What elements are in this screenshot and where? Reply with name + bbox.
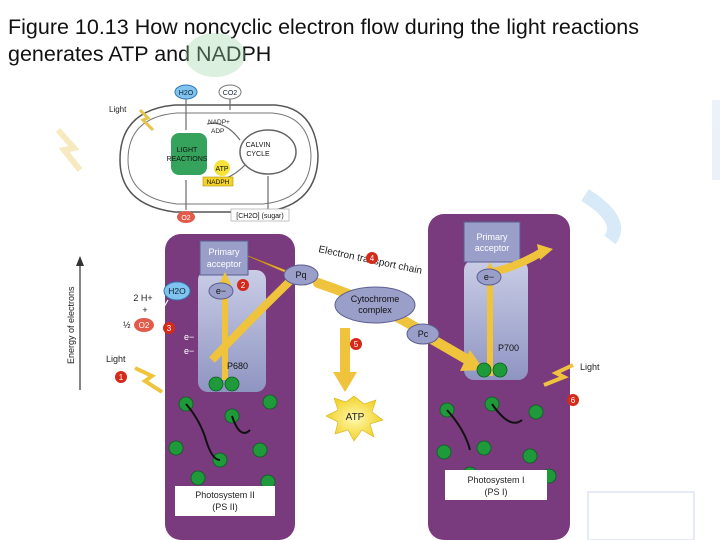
p700-label: P700 (498, 343, 519, 353)
pq-label: Pq (295, 270, 306, 280)
atp-label: ATP (346, 412, 365, 423)
ps2-label-box (175, 486, 275, 516)
ps2-acceptor-1: Primary (209, 247, 240, 257)
two-h-label: 2 H+ (133, 293, 152, 303)
ps1-acceptor-1: Primary (477, 232, 508, 242)
light-bolt-icon-left (134, 366, 164, 394)
atp-yield: ATP (325, 328, 384, 442)
inset-light: Light (109, 105, 127, 114)
energy-transfer-paths (185, 403, 523, 461)
water-bubble-icon (174, 84, 198, 100)
step-badges: 1 2 3 4 5 6 (115, 252, 579, 406)
inset-calvin-1: CALVIN (246, 142, 271, 149)
ps1-label-box (445, 470, 547, 500)
inset-nadph: NADPH (207, 179, 230, 186)
step-5: 5 (354, 340, 359, 349)
co2-bubble-icon (218, 84, 242, 100)
overview-inset: H2O CO2 Light NADP+ ADP LIGHT REACTIONS … (109, 84, 319, 223)
plus-label: + (142, 305, 147, 315)
step-4: 4 (370, 254, 375, 263)
cytochrome-complex (334, 286, 416, 324)
pc-label: Pc (418, 329, 429, 339)
inset-atp: ATP (215, 166, 228, 173)
cytochrome-label-2: complex (358, 305, 392, 315)
ps1-reaction-center (464, 260, 528, 380)
electron-2: e− (484, 272, 494, 282)
calvin-cycle-icon (239, 129, 297, 175)
inset-h2o: H2O (179, 90, 194, 97)
inset-sugar: [CH2O] (sugar) (236, 213, 283, 220)
light-right-label: Light (580, 362, 600, 372)
light-left-label: Light (106, 354, 126, 364)
inset-calvin-2: CYCLE (246, 151, 270, 158)
inset-atp-burst (214, 160, 230, 176)
cytochrome-label-1: Cytochrome (351, 294, 400, 304)
step-6: 6 (571, 396, 576, 405)
inset-adp: ADP (211, 128, 224, 135)
light-inputs: Light Light (106, 354, 600, 394)
ps1-label-1: Photosystem I (467, 475, 524, 485)
ps2-acceptor-2: acceptor (207, 259, 242, 269)
ps1-acceptor-2: acceptor (475, 243, 510, 253)
electron-transport-arrows (209, 244, 553, 380)
step-1: 1 (119, 373, 124, 382)
half-label: ½ (123, 320, 131, 330)
figure-title: Figure 10.13 How noncyclic electron flow… (8, 14, 720, 68)
inset-co2: CO2 (223, 90, 238, 97)
water-splitting: H2O 2 H+ + ½ O2 (123, 281, 191, 338)
energy-axis: Energy of electrons (66, 256, 84, 390)
step-2: 2 (241, 281, 246, 290)
electron-4: e− (184, 346, 194, 356)
title-line-2: generates ATP and NADPH (8, 42, 272, 66)
inset-light-reactions-2: REACTIONS (167, 156, 208, 163)
ps1-label-2: (PS I) (484, 487, 507, 497)
inset-nadp: NADP+ (208, 119, 230, 126)
pq-carrier (283, 264, 319, 286)
oxygen-label: O2 (139, 321, 150, 330)
o2-bubble-icon (177, 211, 195, 223)
p680-label: P680 (227, 361, 248, 371)
carriers: Pq Cytochrome complex Pc Electron transp… (283, 244, 440, 345)
thylakoid-stack-icon (171, 133, 207, 175)
pc-carrier (406, 323, 440, 345)
y-axis-label: Energy of electrons (66, 286, 76, 364)
background-decoration (55, 33, 720, 540)
step-3: 3 (167, 324, 172, 333)
water-molecule-icon (163, 281, 191, 301)
ps2-label-2: (PS II) (212, 502, 238, 512)
oxygen-molecule-icon (134, 318, 154, 332)
ps2-label-1: Photosystem II (195, 490, 255, 500)
light-bolt-icon-right (543, 363, 574, 387)
water-label: H2O (168, 286, 186, 296)
light-bolt-icon (138, 108, 155, 132)
electron-3: e− (184, 332, 194, 342)
inset-o2: O2 (181, 215, 190, 222)
electrons: e− e− e− e− (184, 268, 502, 356)
electron-1: e− (216, 286, 226, 296)
inset-light-reactions-1: LIGHT (177, 147, 198, 154)
atp-burst-icon (325, 395, 384, 442)
title-line-1: Figure 10.13 How noncyclic electron flow… (8, 15, 639, 39)
